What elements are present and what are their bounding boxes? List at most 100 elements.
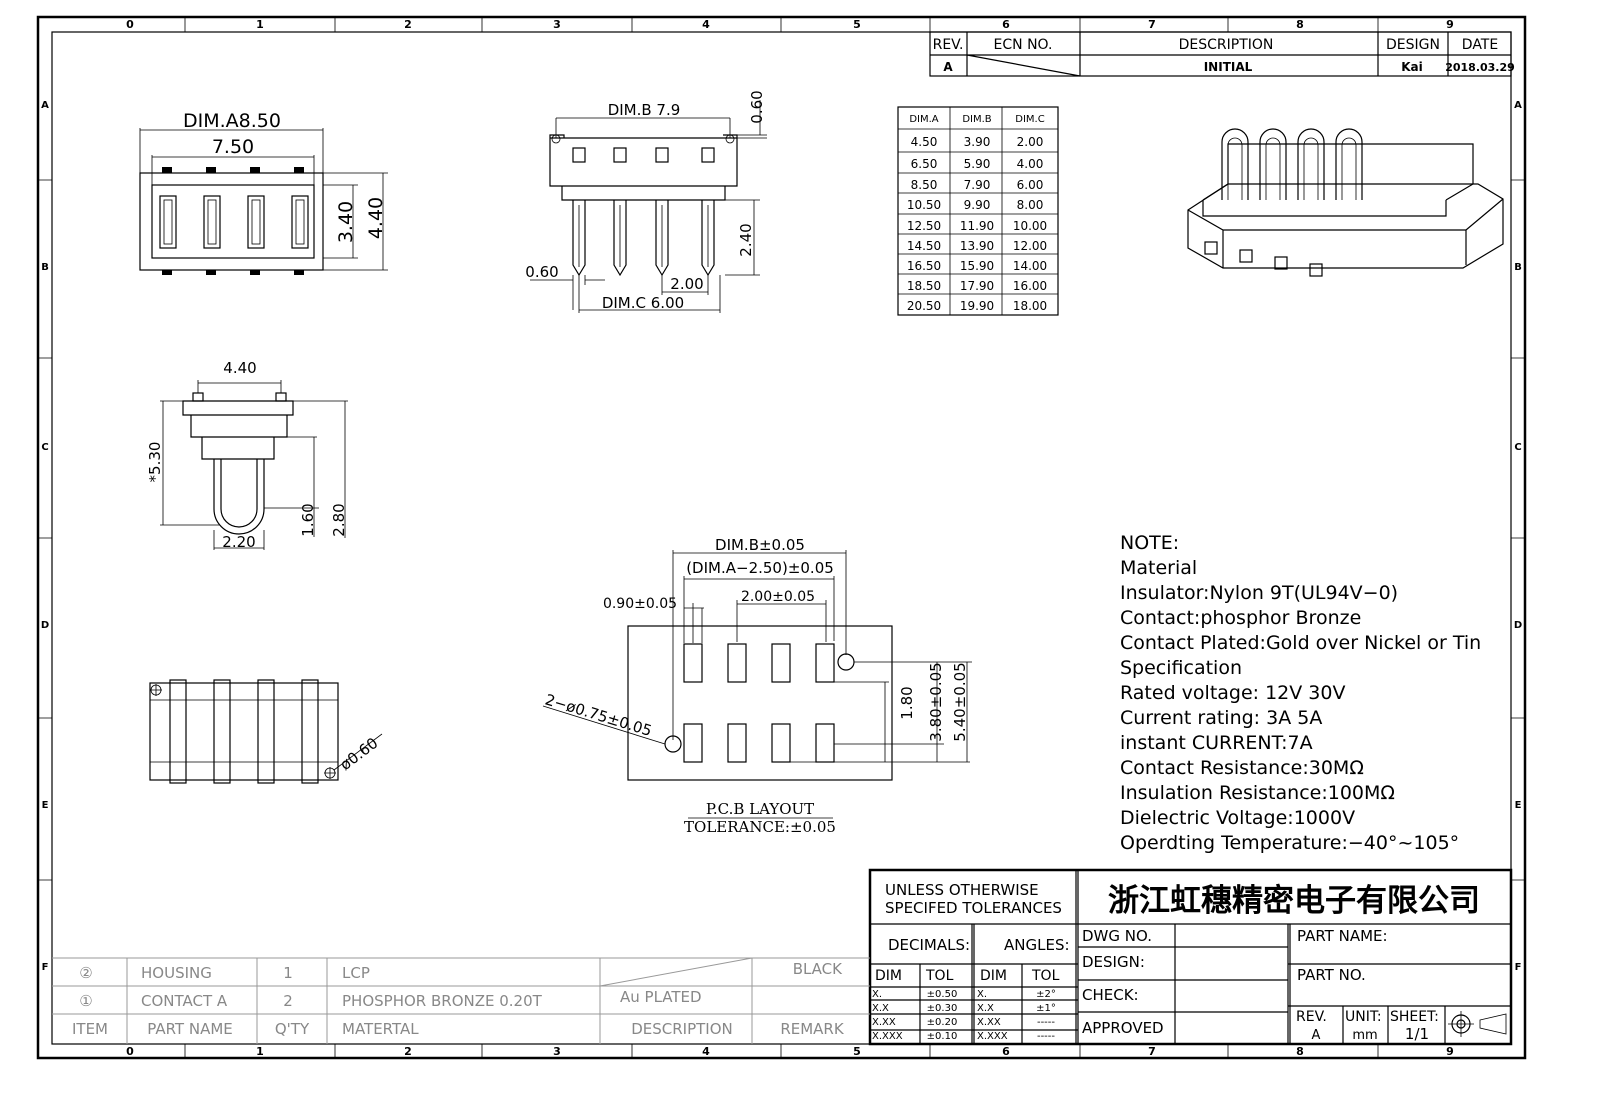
svg-text:DESIGN: DESIGN (1386, 37, 1440, 53)
svg-text:6: 6 (1002, 1045, 1010, 1058)
svg-text:DESCRIPTION: DESCRIPTION (631, 1020, 733, 1038)
svg-text:TOL: TOL (925, 968, 954, 984)
note-line: instant CURRENT:7A (1120, 732, 1313, 754)
svg-text:D: D (41, 620, 49, 631)
svg-text:DESIGN:: DESIGN: (1082, 953, 1145, 971)
svg-text:4: 4 (702, 1045, 710, 1058)
svg-text:5: 5 (853, 1045, 861, 1058)
svg-text:0: 0 (126, 18, 134, 31)
bom-remark: BLACK (793, 960, 843, 978)
angle-dim: X.XX (977, 1017, 1001, 1028)
tol-dim: X.X (872, 1003, 889, 1014)
tol-value: ±0.10 (927, 1031, 958, 1042)
note-line: Contact Resistance:30MΩ (1120, 757, 1364, 779)
dim-table-cell: 7.90 (964, 178, 991, 192)
bom-material: LCP (342, 964, 370, 982)
svg-text:TOL: TOL (1031, 968, 1060, 984)
svg-text:SHEET:: SHEET: (1390, 1009, 1439, 1025)
note-line: Contact Plated:Gold over Nickel or Tin (1120, 632, 1481, 654)
svg-text:CHECK:: CHECK: (1082, 986, 1139, 1004)
svg-text:Q'TY: Q'TY (275, 1020, 310, 1038)
side-view: 4.40 *5.30 1.60 2.80 2.20 (146, 359, 348, 551)
svg-text:2018.03.29: 2018.03.29 (1445, 61, 1515, 74)
svg-text:UNIT:: UNIT: (1345, 1009, 1382, 1025)
dim-table-cell: 2.00 (1017, 135, 1044, 149)
svg-text:0: 0 (126, 1045, 134, 1058)
svg-text:5: 5 (853, 18, 861, 31)
note-line: Operdting Temperature:−40°~105° (1120, 832, 1459, 854)
svg-text:MATERTAL: MATERTAL (342, 1020, 419, 1038)
svg-text:ITEM: ITEM (72, 1020, 108, 1038)
dim-table-cell: 12.00 (1013, 239, 1047, 253)
svg-text:REV.: REV. (933, 37, 964, 53)
svg-text:1.80: 1.80 (898, 686, 916, 719)
svg-text:DIM.C: DIM.C (1015, 114, 1044, 125)
dim-table-cell: 4.00 (1017, 157, 1044, 171)
svg-text:DIM.B±0.05: DIM.B±0.05 (715, 536, 805, 554)
isometric-view (1187, 128, 1504, 277)
svg-text:2.00±0.05: 2.00±0.05 (741, 589, 815, 605)
angle-value: ----- (1037, 1017, 1055, 1028)
note-line: Rated voltage: 12V 30V (1120, 682, 1346, 704)
bottom-view: ø0.60 (149, 679, 383, 784)
projection-symbol-icon (1448, 1011, 1507, 1037)
dim-table-cell: 6.00 (1017, 178, 1044, 192)
tol-dim: X. (872, 989, 882, 1000)
svg-text:A: A (943, 60, 953, 74)
svg-text:APPROVED: APPROVED (1082, 1019, 1164, 1037)
svg-text:DWG NO.: DWG NO. (1082, 927, 1152, 945)
note-line: Dielectric Voltage:1000V (1120, 807, 1355, 829)
dim-table-cell: 16.50 (907, 259, 941, 273)
svg-text:ø0.60: ø0.60 (337, 734, 382, 774)
svg-text:8: 8 (1296, 1045, 1304, 1058)
svg-text:E: E (1515, 800, 1522, 811)
dim-table-cell: 4.50 (911, 135, 938, 149)
svg-text:Kai: Kai (1401, 60, 1423, 74)
svg-text:DIM: DIM (875, 968, 902, 984)
svg-text:5.40±0.05: 5.40±0.05 (951, 662, 969, 741)
svg-text:1: 1 (256, 18, 264, 31)
svg-text:9: 9 (1446, 1045, 1454, 1058)
note-line: Insulation Resistance:100MΩ (1120, 782, 1395, 804)
svg-text:ANGLES:: ANGLES: (1004, 936, 1070, 954)
svg-text:mm: mm (1352, 1028, 1377, 1043)
svg-text:0.60: 0.60 (748, 90, 766, 123)
dim-table-cell: 17.90 (960, 279, 994, 293)
svg-text:A: A (1312, 1028, 1321, 1043)
bom-material: PHOSPHOR BRONZE 0.20T (342, 992, 543, 1010)
svg-text:2.00: 2.00 (670, 275, 703, 293)
dim-table-cell: 3.90 (964, 135, 991, 149)
svg-text:1.60: 1.60 (299, 503, 317, 536)
angle-dim: X. (977, 989, 987, 1000)
note-line: Material (1120, 557, 1197, 579)
svg-text:P.C.B LAYOUT: P.C.B LAYOUT (706, 800, 814, 818)
dim-table-cell: 6.50 (911, 157, 938, 171)
svg-text:DECIMALS:: DECIMALS: (888, 936, 970, 954)
pcb-layout: DIM.B±0.05 (DIM.A−2.50)±0.05 0.90±0.05 2… (542, 536, 972, 836)
svg-text:8: 8 (1296, 18, 1304, 31)
svg-text:2.40: 2.40 (737, 223, 755, 256)
dim-table-cell: 5.90 (964, 157, 991, 171)
angle-value: ±1° (1036, 1003, 1056, 1014)
svg-text:F: F (42, 962, 49, 973)
svg-text:INITIAL: INITIAL (1204, 60, 1253, 74)
dim-table-cell: 14.50 (907, 239, 941, 253)
svg-text:A: A (1514, 100, 1522, 111)
svg-text:1/1: 1/1 (1405, 1025, 1429, 1043)
company-name: 浙江虹穗精密电子有限公司 (1108, 883, 1480, 919)
svg-text:*5.30: *5.30 (146, 442, 164, 483)
svg-text:DIM.C 6.00: DIM.C 6.00 (602, 294, 684, 312)
tol-dim: X.XXX (872, 1031, 903, 1042)
dim-table-cell: 9.90 (964, 198, 991, 212)
svg-text:4.40: 4.40 (365, 197, 387, 239)
note-line: Current rating: 3A 5A (1120, 707, 1322, 729)
svg-text:PART NAME:: PART NAME: (1297, 927, 1388, 945)
svg-text:REV.: REV. (1296, 1009, 1327, 1025)
svg-text:3.40: 3.40 (335, 201, 357, 243)
svg-text:2: 2 (404, 18, 412, 31)
